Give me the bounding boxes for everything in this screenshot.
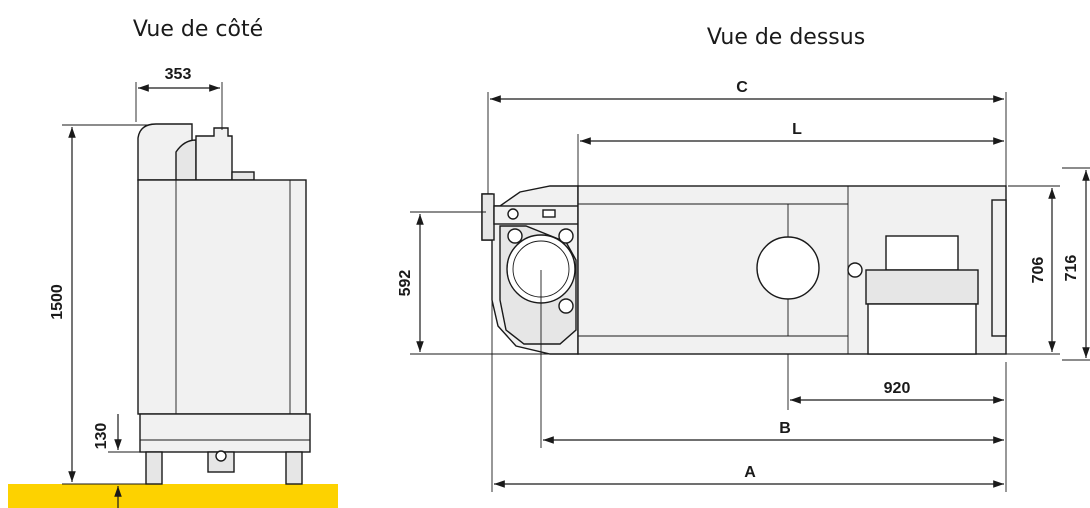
port-br	[558, 298, 574, 314]
side-view: 353 1500 130	[8, 66, 338, 508]
dim-width-top: 353	[165, 66, 192, 83]
dim-offset: 920	[884, 380, 911, 397]
dim-B: B	[779, 420, 791, 437]
dim-depth-706: 706	[1030, 257, 1047, 284]
dim-depth-left: 592	[397, 270, 414, 297]
dim-foot-height: 130	[93, 423, 110, 450]
gauge-icon	[847, 262, 863, 278]
boiler-body-side	[137, 179, 307, 415]
port-tr	[558, 228, 574, 244]
front-bracket	[493, 205, 579, 225]
top-view: C L 592 706 716 920 B A	[397, 79, 1090, 492]
dim-A: A	[744, 464, 756, 481]
flange	[481, 193, 495, 241]
slot-icon	[542, 209, 556, 218]
dim-depth-716: 716	[1063, 255, 1080, 282]
burner-base	[865, 269, 979, 305]
drain-valve-icon	[215, 450, 227, 462]
sensor-icon	[507, 208, 519, 220]
base-frame	[139, 413, 311, 453]
dim-C: C	[736, 79, 748, 96]
burner-box	[885, 235, 959, 271]
rear-panel	[991, 199, 1007, 337]
top-view-title: Vue de dessus	[707, 25, 865, 50]
burner-housing	[867, 303, 977, 355]
foot-front	[145, 451, 163, 485]
top-cap	[231, 171, 255, 181]
dim-L: L	[792, 121, 802, 138]
inspection-hatch-icon	[756, 236, 820, 300]
side-view-title: Vue de côté	[133, 17, 263, 42]
rear-connection	[195, 127, 233, 181]
foot-rear	[285, 451, 303, 485]
floor	[8, 484, 338, 508]
port-tl	[507, 228, 523, 244]
dim-height: 1500	[49, 284, 66, 320]
